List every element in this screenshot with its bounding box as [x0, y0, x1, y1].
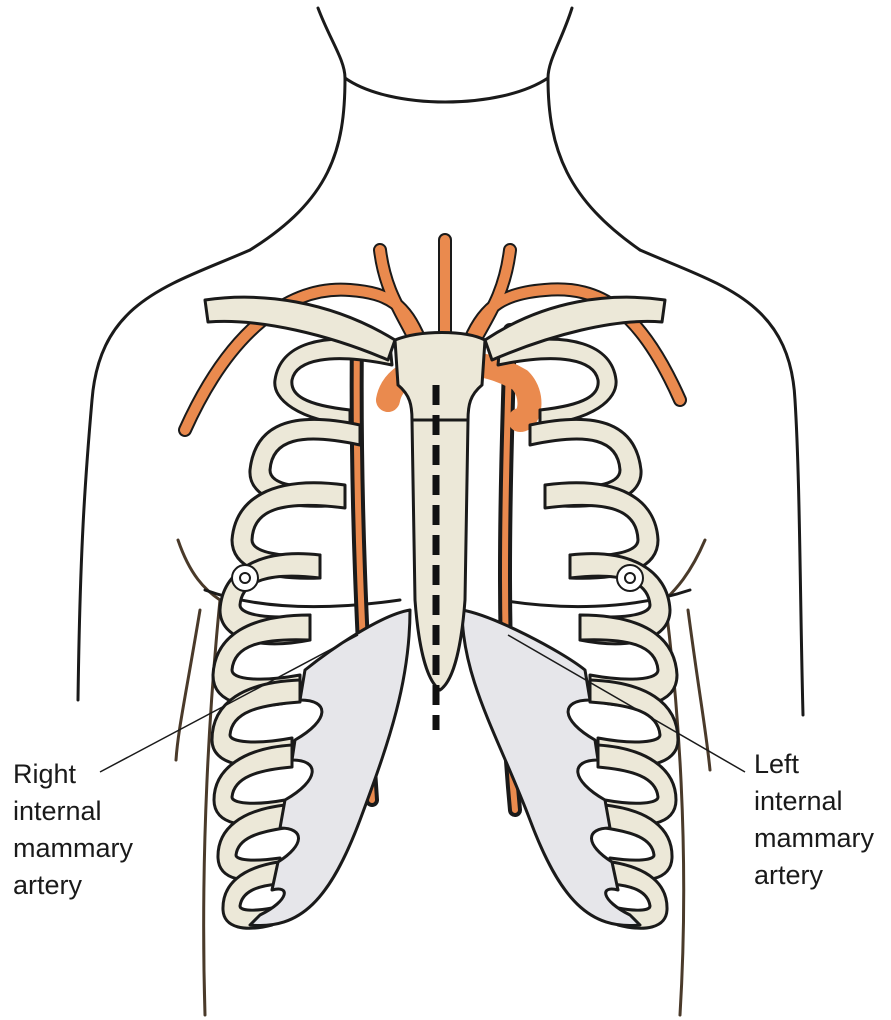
label-line: Right [13, 756, 133, 793]
right-internal-mammary-artery-label: Right internal mammary artery [13, 756, 133, 904]
left-rib-cage [462, 339, 678, 928]
label-line: mammary [754, 820, 874, 857]
collar-neckline [345, 78, 548, 102]
right-nipple-center-icon [240, 573, 250, 583]
label-line: internal [13, 793, 133, 830]
label-line: internal [754, 783, 874, 820]
neck-outline-right [548, 8, 640, 250]
left-internal-mammary-artery-label: Left internal mammary artery [754, 746, 874, 894]
left-lateral-line [176, 610, 200, 760]
neck-outline [250, 8, 345, 250]
label-line: Left [754, 746, 874, 783]
label-line: artery [754, 857, 874, 894]
sternum-body [412, 420, 468, 690]
label-line: mammary [13, 830, 133, 867]
label-line: artery [13, 867, 133, 904]
manubrium [395, 333, 485, 421]
left-nipple-center-icon [625, 573, 635, 583]
right-rib-cage [212, 339, 410, 928]
